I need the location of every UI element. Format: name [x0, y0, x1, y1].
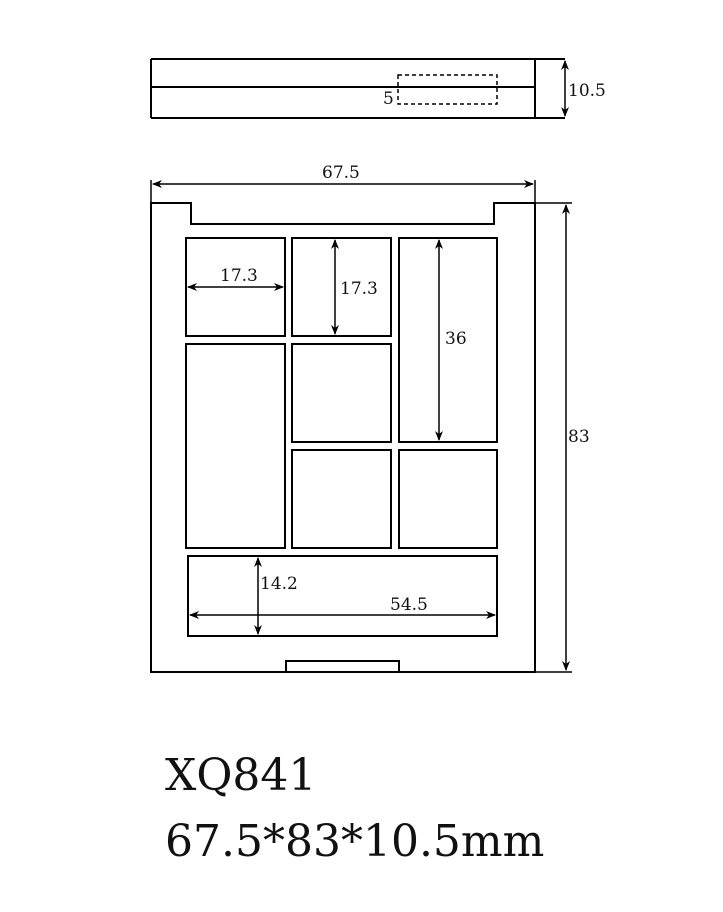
- pan-bottom: [187, 555, 498, 637]
- hidden-detail-outline: [397, 74, 498, 105]
- pan-7: [398, 449, 498, 549]
- pan-5: [291, 343, 392, 443]
- opening-tab: [285, 660, 400, 672]
- pan-2: [291, 237, 392, 337]
- pan-6: [291, 449, 392, 549]
- side-view: 10.5 5: [150, 58, 606, 119]
- pan-width-label: 17.3: [220, 266, 258, 286]
- side-height-label: 10.5: [568, 81, 606, 101]
- bottom-pan-width-label: 54.5: [390, 595, 428, 615]
- height-label: 83: [568, 427, 590, 447]
- tall-pan-height-label: 36: [445, 329, 467, 349]
- pan-height-label: 17.3: [340, 279, 378, 299]
- front-view: 67.5 83 17.3 17.3 36 14.2 54.5: [150, 163, 590, 673]
- pan-3-tall: [398, 237, 498, 443]
- overall-dimensions: 67.5*83*10.5mm: [165, 816, 544, 867]
- pan-4-tall: [185, 343, 286, 549]
- width-label: 67.5: [322, 163, 360, 183]
- side-depth-label: 5: [383, 89, 394, 109]
- model-number: XQ841: [165, 750, 316, 801]
- bottom-pan-height-label: 14.2: [260, 574, 298, 594]
- pan-1: [185, 237, 286, 337]
- case-outline: [150, 202, 536, 673]
